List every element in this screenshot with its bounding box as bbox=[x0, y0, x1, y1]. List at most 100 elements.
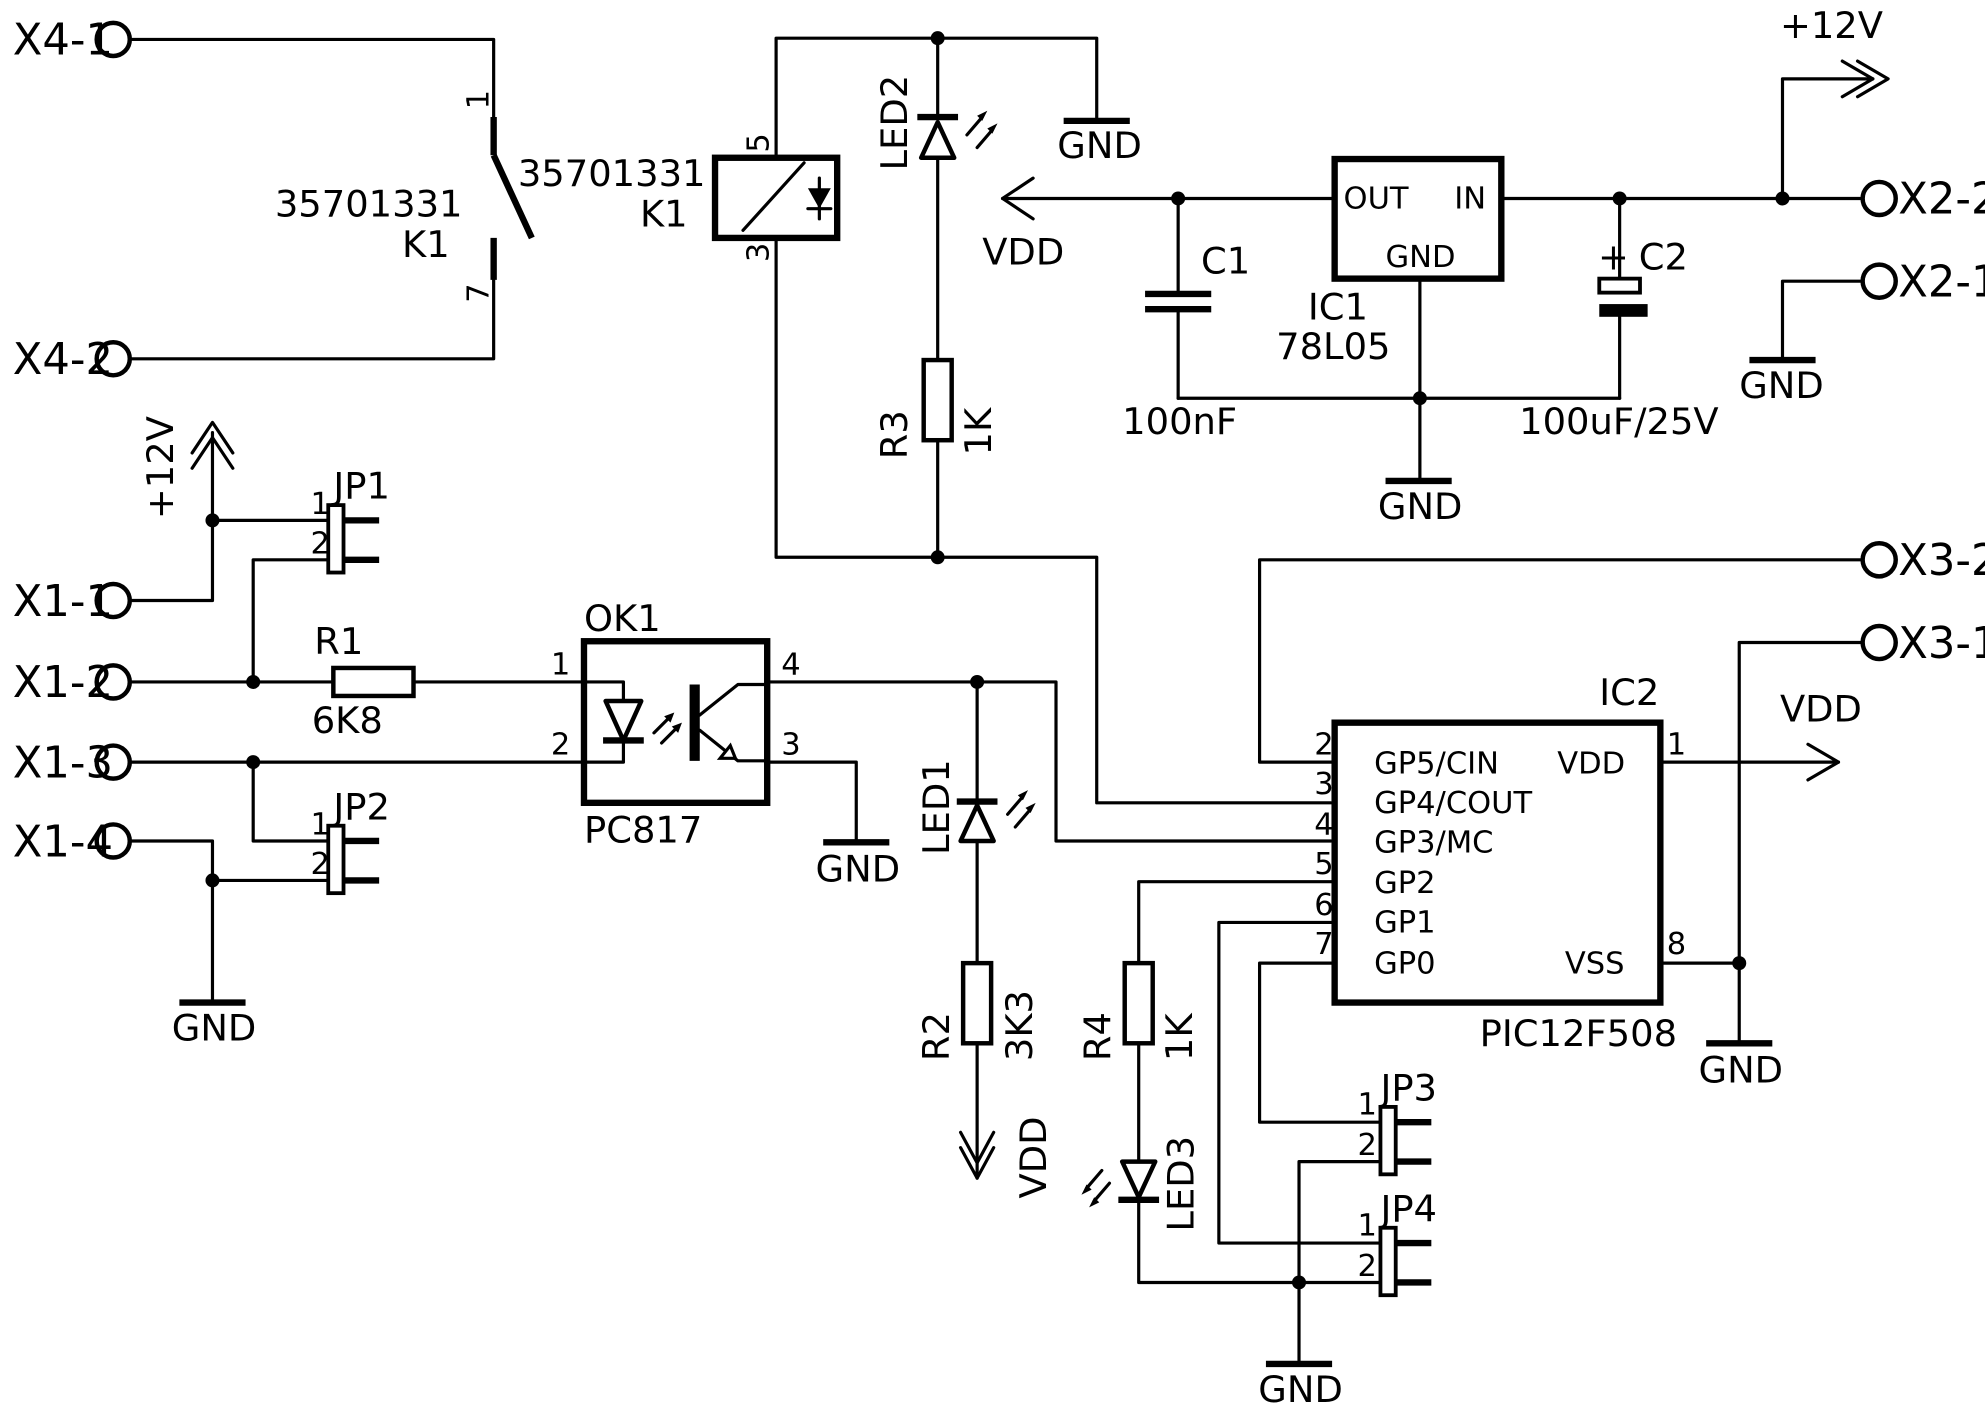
regulator-body bbox=[1331, 155, 1505, 282]
reference-label: IC2 bbox=[1599, 671, 1659, 714]
net-label: VDD bbox=[982, 231, 1064, 274]
connector-label: X2-1 bbox=[1898, 257, 1985, 307]
led-diode-icon bbox=[918, 119, 957, 160]
wire bbox=[251, 558, 330, 684]
wire bbox=[582, 738, 626, 764]
reference-label: JP4 bbox=[1378, 1187, 1437, 1230]
reference-label: K1 bbox=[402, 223, 450, 266]
reference-label: JP3 bbox=[1378, 1067, 1437, 1110]
reference-label: LED1 bbox=[915, 759, 958, 855]
value-label: 1K bbox=[1158, 1013, 1201, 1061]
net-label: +12V bbox=[1780, 4, 1883, 47]
net-arrow-icon bbox=[1806, 742, 1841, 782]
net-label: VDD bbox=[1780, 687, 1862, 730]
resistor-body bbox=[1122, 960, 1155, 1046]
net-label: GND bbox=[1699, 1049, 1784, 1092]
part-number: 35701331 bbox=[275, 182, 463, 225]
pin-number: 2 bbox=[551, 727, 570, 762]
reference-label: K1 bbox=[640, 192, 688, 235]
capacitor-c2: + C2 100uF/25V bbox=[1499, 196, 1865, 443]
net-label: GND bbox=[1378, 485, 1463, 528]
led3: LED3 bbox=[1081, 1136, 1383, 1285]
jumper-jp4: 1 2 JP4 bbox=[1358, 1187, 1437, 1298]
wire bbox=[765, 760, 858, 844]
connector-label: X1-3 bbox=[13, 738, 113, 788]
connector-label: X2-2 bbox=[1898, 175, 1985, 225]
reference-label: R1 bbox=[314, 620, 363, 663]
led1: LED1 bbox=[915, 680, 1036, 965]
resistor-body bbox=[921, 357, 954, 443]
wire bbox=[1780, 77, 1875, 201]
part-number: 35701331 bbox=[518, 152, 706, 195]
jumper-body bbox=[1378, 1104, 1398, 1177]
pin-number: 6 bbox=[1314, 888, 1333, 923]
connector-x2-2: X2-2 bbox=[1860, 175, 1985, 225]
wire bbox=[774, 236, 1333, 805]
regulator-ic1: OUT IN GND IC1 78L05 bbox=[1276, 155, 1505, 483]
connector-x1-2: X1-2 bbox=[13, 658, 133, 708]
pin-number: 2 bbox=[1314, 727, 1333, 762]
x2-1-ground: GND bbox=[1739, 279, 1865, 407]
pin-number: 3 bbox=[781, 727, 800, 762]
reference-label: JP1 bbox=[331, 465, 390, 508]
light-ray-icon bbox=[652, 715, 671, 735]
net-label: +12V bbox=[139, 416, 182, 519]
resistor-r3: R3 1K bbox=[873, 357, 1000, 559]
junction-dot bbox=[930, 550, 945, 565]
capacitor-plate-negative bbox=[1599, 304, 1648, 317]
pin-label: GND bbox=[1386, 240, 1456, 275]
value-label: 100uF/25V bbox=[1519, 400, 1719, 443]
reference-label: OK1 bbox=[584, 597, 661, 640]
light-ray-icon bbox=[965, 115, 984, 137]
connector-x1-1: X1-1 bbox=[13, 577, 133, 627]
reference-label: IC1 bbox=[1308, 285, 1368, 328]
jumper-body bbox=[326, 503, 346, 575]
light-ray-icon bbox=[660, 726, 679, 745]
net-arrow-icon bbox=[190, 436, 235, 470]
connector-x2-1: X2-1 bbox=[1860, 257, 1985, 307]
connector-label: X4-2 bbox=[13, 335, 113, 385]
net-label: VDD bbox=[1012, 1116, 1055, 1198]
arrowhead bbox=[977, 110, 988, 121]
terminal-circle bbox=[1860, 262, 1898, 300]
pin-number: 1 bbox=[1358, 1088, 1377, 1123]
net-arrow-icon bbox=[958, 1146, 996, 1180]
pin-number: 8 bbox=[1667, 927, 1686, 962]
resistor-body bbox=[960, 960, 994, 1046]
part-number: 78L05 bbox=[1276, 325, 1390, 368]
pin-number: 1 bbox=[1358, 1208, 1377, 1243]
wire bbox=[128, 839, 215, 1005]
pin-label: VDD bbox=[1557, 747, 1625, 782]
vdd-arrow-output: VDD bbox=[982, 176, 1337, 274]
led-diode-icon bbox=[603, 698, 644, 743]
connector-label: X1-4 bbox=[13, 817, 113, 867]
connector-label: X3-1 bbox=[1898, 619, 1985, 669]
junction-dot bbox=[1612, 191, 1627, 206]
arrowhead bbox=[671, 722, 682, 733]
relay-coil-k1: 5 3 35701331 K1 bbox=[518, 36, 1333, 805]
pin-number: 2 bbox=[310, 526, 329, 561]
led-diode-icon bbox=[1119, 1159, 1158, 1200]
wire bbox=[1137, 880, 1337, 965]
transistor-emitter bbox=[698, 728, 769, 763]
wire bbox=[1257, 558, 1865, 764]
pin-label: GP5/CIN bbox=[1374, 747, 1499, 782]
vdd-arrow-mcu: VDD bbox=[1658, 687, 1862, 782]
junction-dot bbox=[1412, 391, 1427, 406]
value-label: 1K bbox=[957, 407, 1000, 455]
part-number: PIC12F508 bbox=[1480, 1012, 1677, 1055]
pin-number: 1 bbox=[551, 647, 570, 682]
resistor-r1: R1 6K8 bbox=[128, 620, 586, 742]
ground-symbol: GND bbox=[1378, 477, 1463, 528]
mcu-ic2: GP5/CIN GP4/COUT GP3/MC GP2 GP1 GP0 VDD … bbox=[1314, 671, 1686, 1055]
pin-number: 2 bbox=[310, 847, 329, 882]
terminal-circle bbox=[1860, 623, 1898, 662]
pin-label: GP2 bbox=[1374, 866, 1435, 901]
resistor-r2: R2 3K3 bbox=[915, 960, 1041, 1180]
pin-number: 4 bbox=[1314, 808, 1333, 843]
polarity-mark: + bbox=[1598, 236, 1629, 279]
reference-label: R3 bbox=[873, 410, 916, 459]
pin-number: 1 bbox=[310, 808, 329, 843]
terminal-circle bbox=[1860, 541, 1898, 579]
